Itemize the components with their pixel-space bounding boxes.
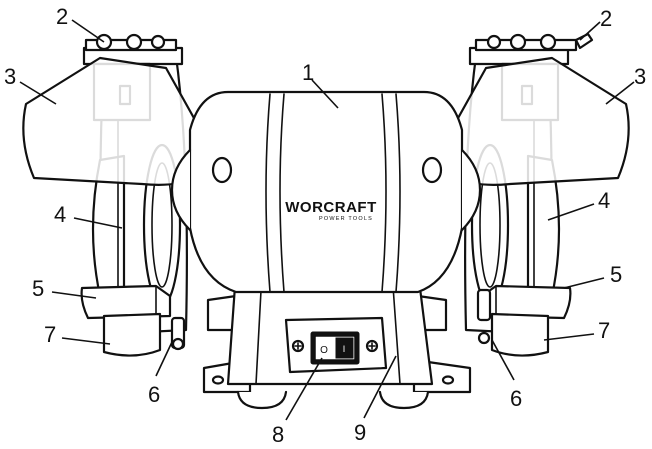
callout-5-left: 5 [32,276,44,301]
callout-7-right: 7 [598,318,610,343]
left-foot-hole [211,375,225,385]
callout-4-right: 4 [598,188,610,213]
motor-band-right [381,93,387,293]
leader-9 [363,355,397,419]
callout-1: 1 [302,60,314,85]
left-rubber-pad [236,390,288,410]
leader-3-left [19,81,57,105]
switch-screw-right-slot [368,342,376,350]
brand-tagline: POWER TOOLS [319,216,373,222]
right-adjust-knob-3 [539,33,557,51]
leader-4-left [73,217,123,229]
left-rest-base [102,312,162,357]
motor-left-vent [211,156,233,184]
motor-band-right-inner [395,93,401,293]
right-wheel-assembly [436,32,630,357]
leader-1 [311,79,339,109]
callout-numbers: 1 2 2 3 3 4 4 5 5 6 6 7 7 8 9 [4,4,646,447]
callout-8: 8 [272,422,284,447]
leader-7-right [543,333,595,341]
left-tool-rest [80,284,172,320]
motor-body [188,90,464,294]
left-adjust-knob-3 [150,34,166,50]
right-adjust-knob-1 [486,34,502,50]
switch-off-symbol: O [320,345,328,356]
switch-rocker-on-side [335,337,354,359]
leader-7-left [61,337,111,345]
callout-6-left: 6 [148,382,160,407]
leader-3-right [605,81,635,105]
callout-2-right: 2 [600,6,612,31]
leader-2-left [71,19,105,43]
motor-right-vent [421,156,443,184]
left-adjust-knob-2 [125,33,143,51]
callout-5-right: 5 [610,262,622,287]
right-rubber-pad [378,390,430,410]
right-rest-lock-knob [476,288,492,322]
motor-right-endcap [460,148,482,232]
right-rest-base [490,312,550,357]
leader-4-right [547,203,595,221]
right-foot-hole [441,375,455,385]
callout-3-right: 3 [634,64,646,89]
left-wheel-assembly [22,33,216,357]
left-rest-lock-nut [171,337,185,351]
callout-6-right: 6 [510,386,522,411]
motor-housing: WORCRAFT POWER TOOLS [170,90,482,294]
callout-4-left: 4 [54,202,66,227]
leader-lines [19,19,635,421]
motor-band-left-inner [279,93,285,293]
callout-3-left: 3 [4,64,16,89]
brand-logo: WORCRAFT [285,199,376,216]
power-switch-panel: O I [284,316,388,374]
leader-5-right [563,277,605,289]
motor-band-left [265,93,271,293]
motor-left-endcap [170,148,192,232]
leader-8 [285,357,323,421]
right-adjust-knob-2 [509,33,527,51]
callout-9: 9 [354,420,366,445]
leader-6-left [155,341,173,377]
callout-7-left: 7 [44,322,56,347]
leader-2-right [579,21,601,41]
leader-5-left [51,291,97,299]
switch-screw-left-slot [294,342,302,350]
switch-on-symbol: I [343,344,346,354]
callout-2-left: 2 [56,4,68,29]
right-rest-lock-nut [477,331,491,345]
leader-6-right [491,339,515,381]
